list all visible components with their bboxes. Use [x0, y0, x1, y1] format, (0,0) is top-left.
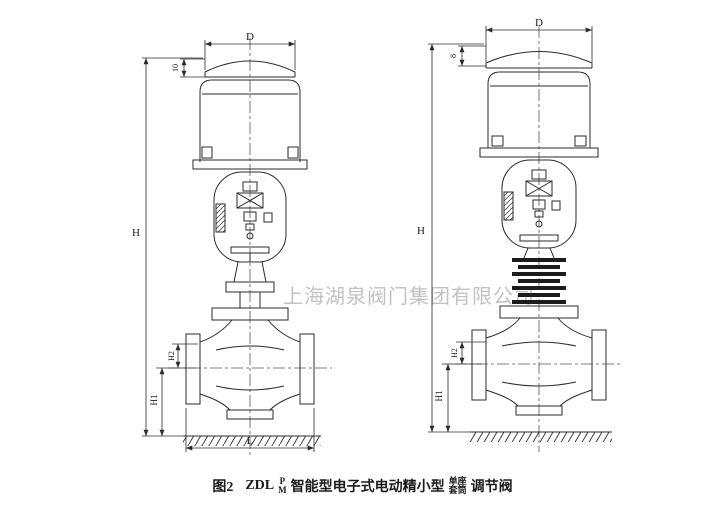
caption-variant-top: 单座	[448, 475, 467, 486]
right-valve-drawing: D 8 H H1	[417, 17, 622, 452]
right-bellows-stack	[512, 247, 566, 304]
right-valve-body	[471, 305, 607, 416]
watermark-text: 上海湖泉阀门集团有限公司	[283, 286, 535, 308]
dim-label-capgap-left: 10	[171, 64, 180, 72]
dim-label-d-left: D	[246, 31, 254, 43]
left-centerlines	[168, 38, 332, 458]
figure-caption: 图2 ZDL P M 智能型电子式电动精小型 单座 套筒 调节阀	[0, 476, 725, 496]
caption-seat-variants: 单座 套筒	[448, 475, 467, 496]
left-dimension-cap-gap: 10	[171, 58, 205, 78]
caption-tail: 调节阀	[470, 480, 513, 495]
dim-label-h2-left: H2	[167, 351, 176, 361]
caption-figure-no: 图2	[212, 480, 234, 495]
caption-model-sup: P	[279, 475, 286, 486]
right-ground-hatch	[470, 431, 612, 442]
caption-model: ZDL	[245, 478, 275, 493]
left-bonnet	[225, 261, 275, 308]
left-dimension-l: L	[185, 408, 315, 452]
dim-label-h-left: H	[132, 227, 140, 239]
dim-label-d-right: D	[535, 17, 543, 29]
left-actuator-cap	[204, 60, 296, 78]
right-actuator-housing	[479, 71, 599, 158]
dim-label-h1-left: H1	[149, 395, 159, 406]
caption-model-sub: M	[278, 485, 287, 495]
right-actuator-cap	[485, 51, 593, 69]
dim-label-capgap-right: 8	[449, 54, 458, 58]
right-dimension-h1: H1	[434, 363, 482, 432]
caption-variant-bottom: 套筒	[448, 485, 467, 495]
right-dimension-h: H	[417, 43, 484, 433]
right-dimension-d: D	[485, 17, 593, 62]
left-dimension-h1: H1	[149, 367, 196, 436]
right-centerlines	[455, 26, 622, 452]
right-dimension-h2: H2	[450, 341, 486, 364]
left-valve-body	[185, 307, 315, 420]
left-ground-hatch	[183, 435, 321, 446]
left-dimension-h2: H2	[167, 343, 198, 368]
right-yoke-mechanism	[501, 159, 577, 249]
caption-description: 智能型电子式电动精小型	[290, 480, 445, 495]
left-valve-drawing: D 10 H H1	[132, 31, 332, 458]
left-yoke-mechanism	[213, 171, 287, 263]
left-dimension-h: H	[132, 57, 203, 437]
dim-label-h1-right: H1	[434, 391, 444, 402]
dim-label-l-left: L	[247, 435, 254, 447]
right-dimension-cap-gap: 8	[449, 45, 486, 67]
caption-model-variants: P M	[278, 475, 287, 496]
dim-label-h2-right: H2	[450, 348, 459, 358]
left-dimension-d: D	[204, 31, 296, 70]
left-actuator-housing	[192, 79, 308, 170]
dim-label-h-right: H	[417, 225, 425, 237]
